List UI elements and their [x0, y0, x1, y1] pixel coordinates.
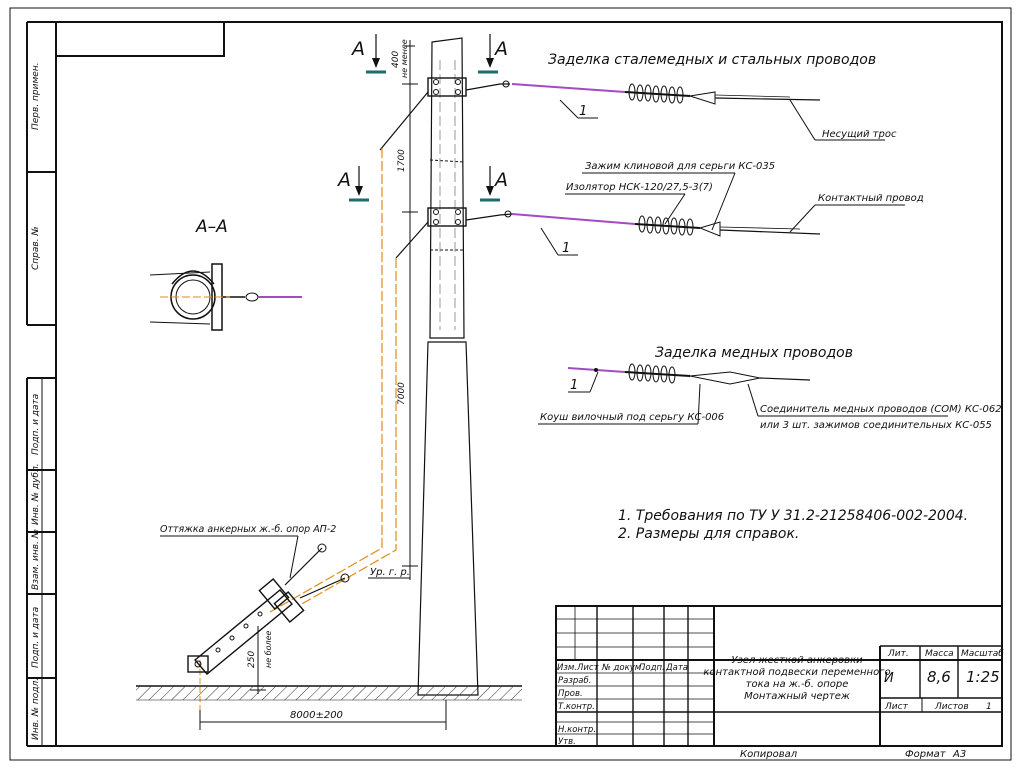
- title-steel-copper: Заделка сталемедных и стальных проводов: [548, 52, 876, 68]
- stamp-sign-date-1: Подп. и дата: [31, 394, 41, 455]
- lower-insulator: [634, 215, 701, 236]
- footer-copied: Копировал: [740, 749, 798, 760]
- stamp-ref-no: Справ. №: [31, 226, 41, 270]
- item-1-upper: 1: [579, 104, 587, 119]
- dim-not-less: не менее: [400, 39, 409, 78]
- guy-axis-lines: [199, 148, 397, 710]
- marker-a-4: А: [493, 169, 508, 191]
- row-utv: Утв.: [558, 737, 576, 747]
- tb-sheets: Листов: [934, 702, 969, 712]
- ground-level: Ур. г. р.: [370, 567, 410, 578]
- hdr-date: Дата: [665, 663, 688, 673]
- tb-mass: Масса: [925, 649, 954, 659]
- stamp-replace-inv: Взам. инв. №: [31, 529, 41, 590]
- tb-name-4: Монтажный чертеж: [744, 691, 850, 702]
- label-wedge-clamp: Зажим клиновой для серьги КС-035: [585, 161, 775, 172]
- lower-bracket: [395, 207, 513, 259]
- row-razrab: Разраб.: [558, 676, 591, 686]
- label-guy: Оттяжка анкерных ж.-б. опор АП-2: [160, 524, 336, 535]
- upper-bracket: [379, 77, 510, 151]
- footer-format-val: А3: [952, 749, 966, 760]
- tb-scale-val: 1:25: [966, 668, 1000, 686]
- hdr-sign: Подп.: [639, 663, 665, 673]
- tb-scale: Масштаб: [961, 649, 1004, 659]
- tb-mass-val: 8,6: [927, 668, 951, 686]
- lower-wire-assembly: 1 Зажим клиновой для серьги КС-035 Изоля…: [511, 161, 924, 256]
- upper-wire-assembly: 1 Несущий трос: [511, 83, 897, 141]
- upper-insulator: [624, 83, 691, 104]
- dim-250: 250: [247, 651, 257, 668]
- section-title: А–А: [195, 217, 228, 237]
- side-stamp: Перв. примен. Справ. № Подп. и дата Инв.…: [26, 21, 56, 747]
- section-markers: А А А А: [336, 34, 508, 202]
- inner-frame: [55, 21, 1003, 747]
- top-left-box: [55, 21, 225, 57]
- stamp-dup-inv: Инв. № дубл.: [31, 463, 41, 525]
- marker-a-2: А: [493, 38, 508, 60]
- label-contact-wire: Контактный провод: [818, 193, 924, 204]
- dim-not-more: не более: [264, 630, 273, 668]
- ground: 8000±200: [136, 685, 522, 730]
- item-1-copper: 1: [570, 378, 578, 393]
- outer-frame: [9, 7, 1012, 761]
- label-insulator: Изолятор НСК-120/27,5-3(7): [566, 182, 713, 193]
- marker-a-1: А: [350, 38, 365, 60]
- dimension-chain: 400 не менее 1700 7000 Ур. г. р.: [368, 39, 418, 580]
- footer-format: Формат: [905, 749, 947, 760]
- row-nkontr: Н.контр.: [558, 725, 596, 735]
- stamp-first-use: Перв. примен.: [31, 62, 41, 130]
- section-a-a: А–А: [149, 217, 302, 331]
- dim-7000: 7000: [397, 382, 407, 405]
- hdr-doc: № докум.: [601, 663, 644, 673]
- row-prov: Пров.: [558, 689, 583, 699]
- stamp-orig-inv: Инв. № подл.: [31, 678, 41, 740]
- marker-a-3: А: [336, 169, 351, 191]
- hdr-list: Лист: [576, 663, 600, 673]
- label-connector-1: Соединитель медных проводов (СОМ) КС-062: [760, 404, 1002, 415]
- label-thimble: Коуш вилочный под серьгу КС-006: [540, 412, 724, 423]
- tb-sheets-val: 1: [986, 702, 992, 712]
- title-copper: Заделка медных проводов: [655, 345, 853, 361]
- item-1-lower: 1: [562, 241, 570, 256]
- stamp-sign-date-2: Подп. и дата: [31, 607, 41, 668]
- pole: [417, 37, 479, 696]
- row-tkontr: Т.контр.: [558, 702, 595, 712]
- title-block: Изм. Лист № докум. Подп. Дата Разраб. Пр…: [555, 605, 1004, 747]
- hdr-izm: Изм.: [557, 663, 577, 673]
- tb-lit-val: И: [884, 671, 894, 686]
- dim-base: 8000±200: [290, 710, 343, 721]
- note-1: 1. Требования по ТУ У 31.2-21258406-002-…: [618, 508, 968, 524]
- label-connector-2: или 3 шт. зажимов соединительных КС-055: [760, 420, 992, 431]
- tb-sheet: Лист: [884, 702, 909, 712]
- anchor-strut: Оттяжка анкерных ж.-б. опор АП-2 250 не …: [160, 524, 350, 694]
- note-2: 2. Размеры для справок.: [618, 526, 799, 542]
- tb-name-3: тока на ж.-б. опоре: [746, 678, 849, 690]
- tb-lit: Лит.: [887, 649, 909, 659]
- dim-1700: 1700: [397, 149, 407, 172]
- tb-name-2: контактной подвески переменного: [703, 667, 890, 678]
- tb-name-1: Узел жесткой анкеровки: [731, 655, 863, 666]
- copper-wire-assembly: 1 Коуш вилочный под серьгу КС-006 Соедин…: [538, 363, 1002, 431]
- label-messenger: Несущий трос: [822, 129, 897, 140]
- dim-400: 400: [391, 51, 401, 68]
